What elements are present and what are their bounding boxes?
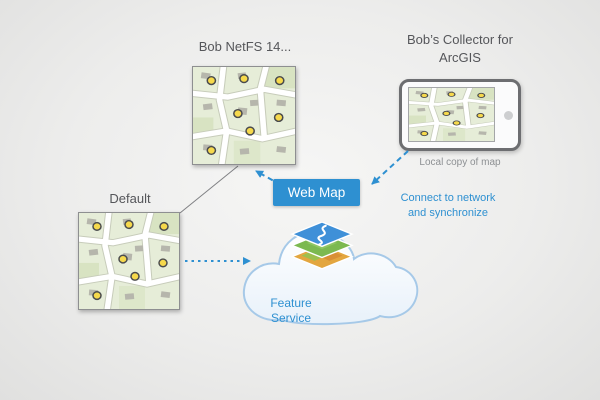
street-map-icon — [193, 67, 295, 164]
sync-note: Connect to network and synchronize — [400, 192, 496, 220]
branch-line-default-to-netfs — [179, 165, 239, 214]
tablet-map-screen — [408, 87, 495, 142]
gis-layers-icon — [290, 222, 354, 270]
default-map-thumbnail — [78, 212, 180, 310]
default-map-label: Default — [109, 191, 151, 206]
netfs-map-label: Bob NetFS 14... — [198, 39, 292, 54]
feature-service-cloud: Feature Service — [233, 206, 421, 338]
tablet-device — [399, 79, 521, 151]
street-map-icon — [79, 213, 179, 309]
street-map-icon — [409, 88, 494, 141]
collector-label: Bob’s Collector for ArcGIS — [407, 32, 513, 65]
tablet-camera-icon — [504, 110, 513, 120]
netfs-map-thumbnail — [192, 66, 296, 165]
web-map-node: Web Map — [273, 179, 360, 206]
local-copy-caption: Local copy of map — [419, 157, 501, 168]
feature-service-label: Feature Service — [270, 296, 312, 325]
cloud-icon — [242, 230, 419, 326]
